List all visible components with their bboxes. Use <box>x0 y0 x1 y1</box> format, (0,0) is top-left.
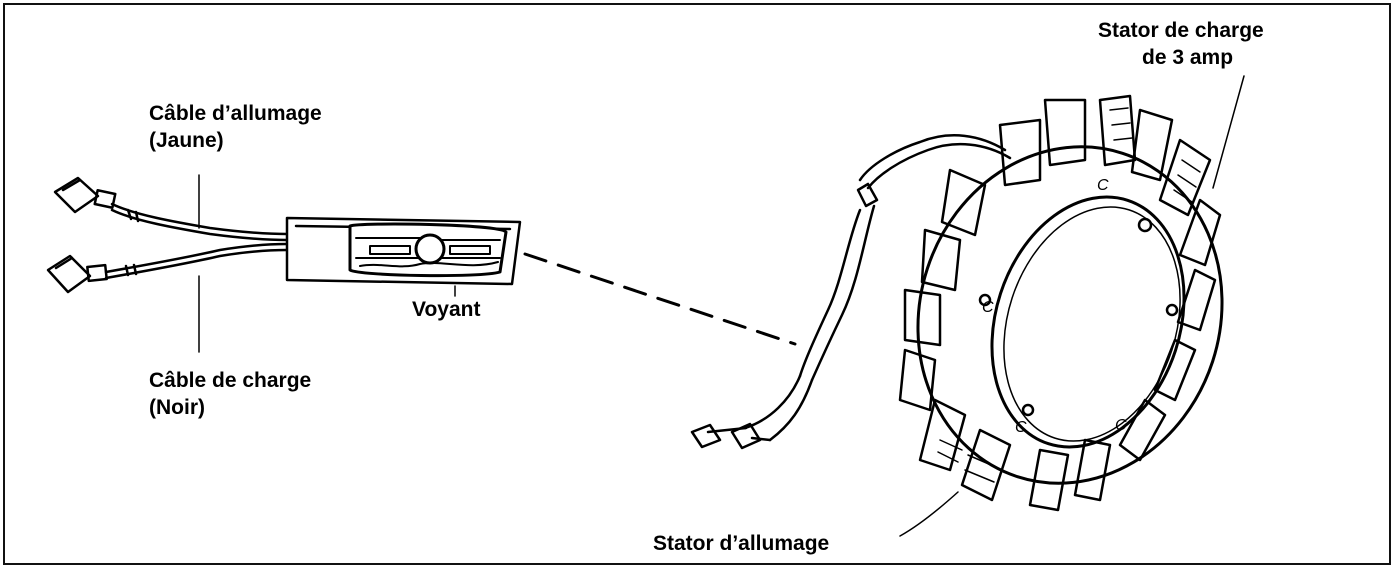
leader-charge-stator <box>1212 75 1245 189</box>
svg-text:C: C <box>1015 419 1027 436</box>
wire-harness <box>46 176 522 294</box>
label-charge-stator: Stator de charge de 3 amp <box>1098 19 1264 69</box>
stator-markings: C C C C <box>982 177 1127 436</box>
leader-ignition-stator <box>899 491 959 537</box>
svg-text:C: C <box>1115 417 1127 434</box>
label-ignition-wire: Câble d’allumage (Jaune) <box>149 102 322 152</box>
stator-wires <box>690 134 1012 450</box>
label-indicator: Voyant <box>412 298 481 321</box>
svg-text:C: C <box>982 299 994 316</box>
label-ignition-stator: Stator d’allumage <box>653 532 830 555</box>
label-charge-wire: Câble de charge (Noir) <box>149 369 312 419</box>
svg-text:C: C <box>1097 177 1109 194</box>
connection-dashed-line <box>523 252 797 346</box>
stator-ring <box>898 94 1224 512</box>
